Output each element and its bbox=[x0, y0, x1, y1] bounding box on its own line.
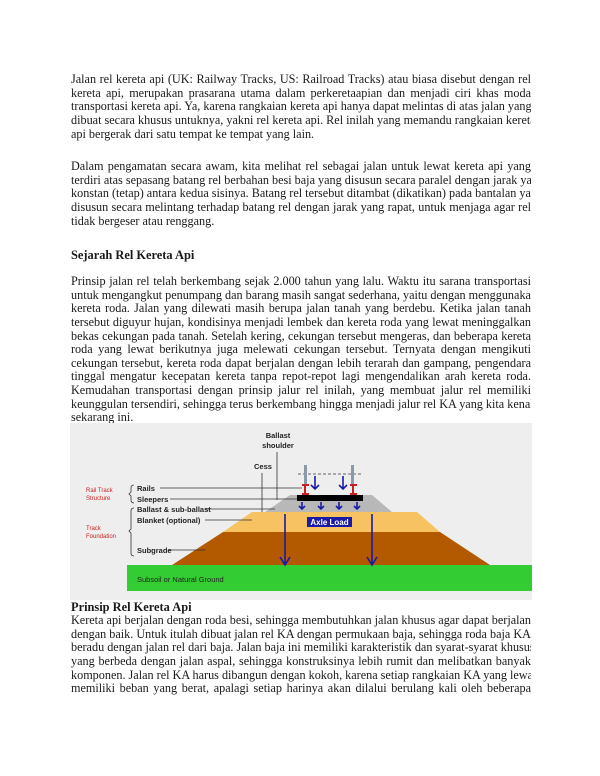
text-line: disusun secara melintang terhadap batang… bbox=[71, 200, 531, 214]
wheel-left bbox=[304, 465, 307, 485]
sleeper bbox=[297, 495, 363, 501]
paragraph-principle: Kereta api berjalan dengan roda besi, se… bbox=[71, 614, 531, 696]
subgrade-layer bbox=[172, 532, 490, 565]
text-line: cekungan tersebut, kereta roda dapat ber… bbox=[71, 356, 531, 370]
ballast-shoulder-label-2: shoulder bbox=[262, 441, 294, 450]
text-line: konstan (tetap) antara kedua sisinya. Ba… bbox=[71, 187, 531, 201]
brackets bbox=[128, 484, 135, 557]
natural-ground-layer bbox=[127, 565, 532, 591]
text-line: Jalan rel kereta api (UK: Railway Tracks… bbox=[71, 73, 531, 86]
paragraph-observation: Dalam pengamatan secara awam, kita melih… bbox=[71, 160, 531, 228]
blanket-label: Blanket (optional) bbox=[137, 516, 201, 525]
sleepers-label: Sleepers bbox=[137, 495, 168, 504]
cess-label: Cess bbox=[254, 462, 272, 471]
text-line: Kemudahan transportasi dengan prinsip ja… bbox=[71, 384, 531, 398]
paragraph-intro: Jalan rel kereta api (UK: Railway Tracks… bbox=[71, 73, 531, 141]
text-line: kereta roda. Jalan yang dilewati masih b… bbox=[71, 302, 531, 316]
text-line: memiliki beban yang berat, apalagi setia… bbox=[71, 682, 531, 696]
track-foundation-label-1: Track bbox=[86, 526, 102, 532]
leader-lines bbox=[160, 452, 302, 551]
axle-load-box bbox=[307, 517, 352, 527]
text-line: beradu dengan jalan rel dari baja. Jalan… bbox=[71, 641, 531, 655]
wheel-right bbox=[351, 465, 354, 485]
text-line: roda yang lewat berikutnya juga melewati… bbox=[71, 343, 531, 357]
text-line: tersebut diguyur hujan, kondisinya menja… bbox=[71, 315, 531, 329]
rail-right bbox=[350, 484, 357, 495]
text-line: yang berbeda dengan jalan aspal, sehingg… bbox=[71, 654, 531, 668]
text-line: keunggulan tersendiri, sehingga terus be… bbox=[71, 397, 531, 411]
paragraph-history: Prinsip jalan rel telah berkembang sejak… bbox=[71, 275, 531, 425]
text-line: Prinsip jalan rel telah berkembang sejak… bbox=[71, 275, 531, 288]
subsoil-label: Subsoil or Natural Ground bbox=[137, 575, 224, 584]
subgrade-label: Subgrade bbox=[137, 546, 172, 555]
rails-label: Rails bbox=[137, 484, 155, 493]
axle-load-label: Axle Load bbox=[310, 518, 348, 527]
heading-prinsip: Prinsip Rel Kereta Api bbox=[71, 600, 192, 614]
ballast-shoulder-label-1: Ballast bbox=[266, 431, 291, 440]
rail-left bbox=[302, 484, 309, 495]
text-line: api bergerak dari satu tempat ke tempat … bbox=[71, 127, 315, 141]
text-line: tinggal mengatur kecepatan kereta tanpa … bbox=[71, 370, 531, 384]
rail-track-structure-label-2: Structure bbox=[86, 496, 111, 502]
text-line: terdiri atas sepasang batang rel berbaha… bbox=[71, 173, 531, 187]
rail-track-structure-label-1: Rail Track bbox=[86, 488, 114, 494]
text-line: untuk mengangkut penumpang dan barang ma… bbox=[71, 288, 531, 302]
heading-sejarah: Sejarah Rel Kereta Api bbox=[71, 248, 195, 262]
load-arrows bbox=[279, 476, 378, 567]
text-line: tidak bergeser atau renggang. bbox=[71, 214, 215, 228]
text-line: Kereta api berjalan dengan roda besi, se… bbox=[71, 614, 531, 627]
text-line: dibuat secara khusus untuknya, yakni rel… bbox=[71, 113, 531, 127]
text-line: Dalam pengamatan secara awam, kita melih… bbox=[71, 160, 531, 173]
text-line: transportasi kereta api. Ya, karena rang… bbox=[71, 100, 531, 114]
ballast-label: Ballast & sub-ballast bbox=[137, 505, 211, 514]
text-line: sekarang ini. bbox=[71, 411, 134, 425]
text-line: dengan baik. Untuk itulah dibuat jalan r… bbox=[71, 627, 531, 641]
text-line: kereta api, merupakan prasarana utama da… bbox=[71, 86, 531, 100]
text-line: bekas cekungan pada tanah. Setelah kerin… bbox=[71, 329, 531, 343]
track-foundation-label-2: Foundation bbox=[86, 534, 116, 540]
text-line: komponen. Jalan rel KA harus dibangun de… bbox=[71, 668, 531, 682]
